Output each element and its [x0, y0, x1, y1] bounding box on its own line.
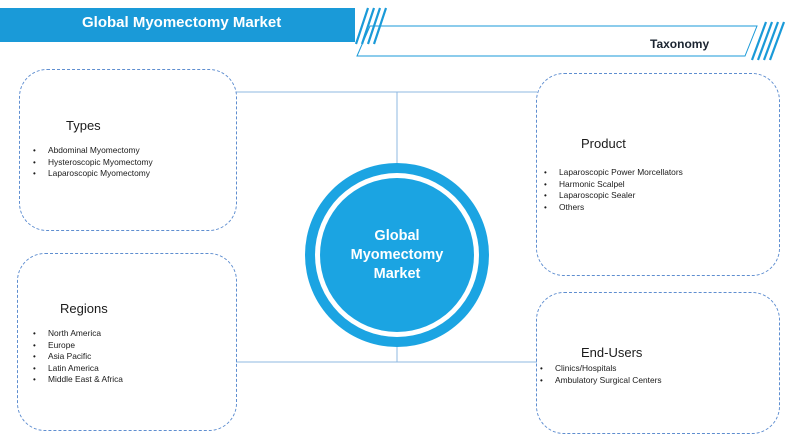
taxonomy-bar-outline [356, 25, 758, 57]
list-item: Clinics/Hospitals [539, 363, 662, 375]
list-item: Hysteroscopic Myomectomy [32, 157, 153, 169]
list-item: Others [543, 202, 683, 214]
connector-lines [236, 91, 537, 363]
header-band [0, 8, 355, 42]
end-users-box: End-Users Clinics/Hospitals Ambulatory S… [536, 292, 780, 434]
product-box: Product Laparoscopic Power Morcellators … [536, 73, 780, 276]
types-list: Abdominal Myomectomy Hysteroscopic Myome… [32, 145, 153, 180]
list-item: Laparoscopic Sealer [543, 190, 683, 202]
list-item: Europe [32, 340, 123, 352]
center-label-line3: Market [373, 265, 421, 282]
product-list: Laparoscopic Power Morcellators Harmonic… [543, 167, 683, 213]
list-item: Abdominal Myomectomy [32, 145, 153, 157]
product-title: Product [581, 136, 626, 151]
types-title: Types [66, 118, 101, 133]
header-slash-decoration [354, 7, 388, 45]
regions-box: Regions North America Europe Asia Pacifi… [17, 253, 237, 431]
list-item: Asia Pacific [32, 351, 123, 363]
list-item: Laparoscopic Myomectomy [32, 168, 153, 180]
end-users-title: End-Users [581, 345, 643, 360]
regions-list: North America Europe Asia Pacific Latin … [32, 328, 123, 386]
end-users-list: Clinics/Hospitals Ambulatory Surgical Ce… [539, 363, 662, 386]
taxonomy-label: Taxonomy [650, 37, 710, 51]
list-item: Harmonic Scalpel [543, 179, 683, 191]
center-label-line2: Myomectomy [350, 246, 444, 263]
regions-title: Regions [60, 301, 108, 316]
center-label: Global Myomectomy Market [320, 178, 474, 332]
page-title: Global Myomectomy Market [82, 14, 282, 31]
list-item: North America [32, 328, 123, 340]
list-item: Latin America [32, 363, 123, 375]
taxonomy-slash-decoration [750, 21, 786, 61]
center-circle [320, 178, 474, 332]
types-box: Types Abdominal Myomectomy Hysteroscopic… [19, 69, 237, 231]
center-label-line1: Global [374, 227, 420, 244]
list-item: Middle East & Africa [32, 374, 123, 386]
list-item: Laparoscopic Power Morcellators [543, 167, 683, 179]
list-item: Ambulatory Surgical Centers [539, 375, 662, 387]
